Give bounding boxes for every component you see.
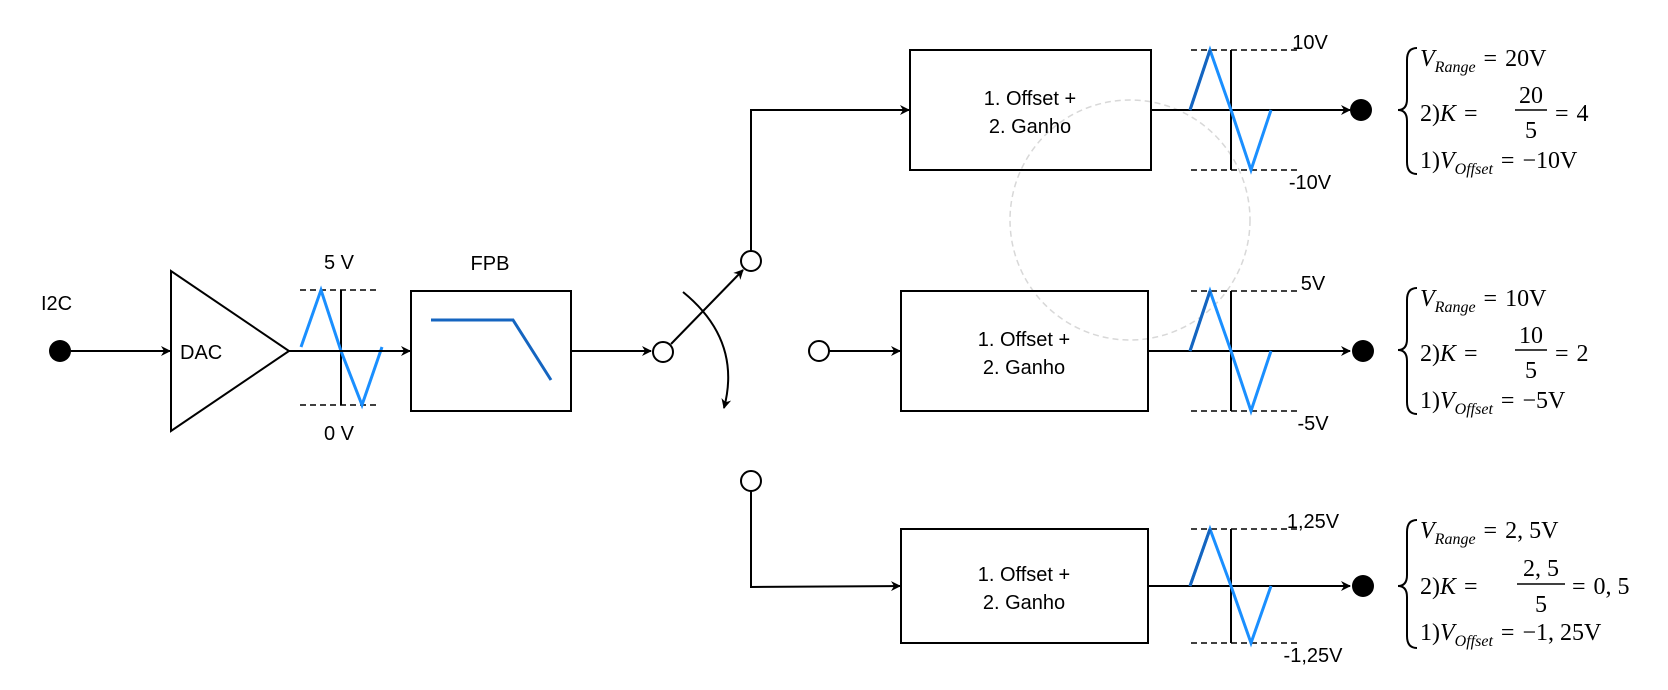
bottom-voltage-label: -5V [1297, 413, 1329, 435]
voffset-equation: 1)VOffset=−10V [1420, 148, 1578, 178]
top-voltage-label: 1,25V [1287, 511, 1340, 533]
offset-gain-block [909, 49, 1152, 171]
equation-system: VRange=10V 2)K= 10 5 =2 1)VOffset=−5V [1397, 286, 1589, 418]
switch-terminal-middle [808, 340, 830, 362]
branch-1: 1. Offset + 2. Ganho 10V -10V VRange=20V… [909, 32, 1589, 194]
vrange-equation: VRange=20V [1420, 46, 1547, 76]
output-waveform [1188, 286, 1301, 416]
block-line-1: 1. Offset + [978, 564, 1070, 586]
dac-triangle [170, 269, 291, 433]
selection-circle [1009, 99, 1251, 341]
k-numerator: 2, 5 [1523, 556, 1559, 582]
branch-3: 1. Offset + 2. Ganho 1,25V -1,25V VRange… [900, 511, 1630, 667]
bottom-voltage-label: -10V [1289, 172, 1332, 194]
output-waveform [1188, 45, 1301, 175]
k-equation: 2)K= [1420, 574, 1478, 600]
output-waveform [1188, 524, 1301, 648]
output-terminal [1352, 575, 1374, 597]
output-terminal [1352, 340, 1374, 362]
switch-to-branch-3-wire [750, 491, 901, 592]
switch-rotation-arrow [682, 291, 732, 409]
voffset-equation: 1)VOffset=−5V [1420, 388, 1566, 418]
branch-2: 1. Offset + 2. Ganho 5V -5V VRange=10V 2… [900, 273, 1589, 435]
i2c-input-terminal [49, 340, 71, 362]
dac-label: DAC [180, 342, 222, 364]
left-brace [1397, 519, 1418, 649]
k-numerator: 10 [1519, 323, 1543, 349]
i2c-label: I2C [41, 293, 72, 315]
switch-common-terminal [652, 341, 674, 363]
filter-block [410, 290, 572, 412]
switch-arm [670, 269, 744, 345]
block-line-2: 2. Ganho [983, 592, 1065, 614]
filter-label: FPB [471, 253, 510, 275]
equation-system: VRange=2, 5V 2)K= 2, 5 5 =0, 5 1)VOffset… [1397, 518, 1630, 650]
k-equation: 2)K= [1420, 101, 1478, 127]
top-voltage-label: 5V [1301, 273, 1326, 295]
switch-to-branch-1-wire [750, 105, 910, 251]
vrange-equation: VRange=2, 5V [1420, 518, 1559, 548]
dac-top-voltage-label: 5 V [324, 252, 355, 274]
left-brace [1397, 47, 1418, 175]
top-voltage-label: 10V [1292, 32, 1328, 54]
switch-terminal-bottom [740, 470, 762, 492]
dac-output-waveform [299, 285, 384, 410]
k-denominator: 5 [1535, 592, 1547, 618]
bottom-voltage-label: -1,25V [1284, 645, 1344, 667]
offset-gain-block [900, 290, 1149, 412]
block-line-2: 2. Ganho [983, 357, 1065, 379]
k-result: =0, 5 [1572, 574, 1630, 600]
k-denominator: 5 [1525, 358, 1537, 384]
lowpass-response-icon [431, 318, 553, 381]
output-terminal [1350, 99, 1372, 121]
voffset-equation: 1)VOffset=−1, 25V [1420, 620, 1602, 650]
k-result: =4 [1555, 101, 1589, 127]
k-result: =2 [1555, 341, 1589, 367]
k-equation: 2)K= [1420, 341, 1478, 367]
block-line-2: 2. Ganho [989, 116, 1071, 138]
k-numerator: 20 [1519, 83, 1543, 109]
left-brace [1397, 287, 1418, 415]
block-line-1: 1. Offset + [978, 329, 1070, 351]
block-line-1: 1. Offset + [984, 88, 1076, 110]
equation-system: VRange=20V 2)K= 20 5 =4 1)VOffset=−10V [1397, 46, 1589, 178]
offset-gain-block [900, 528, 1149, 644]
vrange-equation: VRange=10V [1420, 286, 1547, 316]
dac-bottom-voltage-label: 0 V [324, 423, 355, 445]
k-denominator: 5 [1525, 118, 1537, 144]
switch-terminal-top [740, 250, 762, 272]
